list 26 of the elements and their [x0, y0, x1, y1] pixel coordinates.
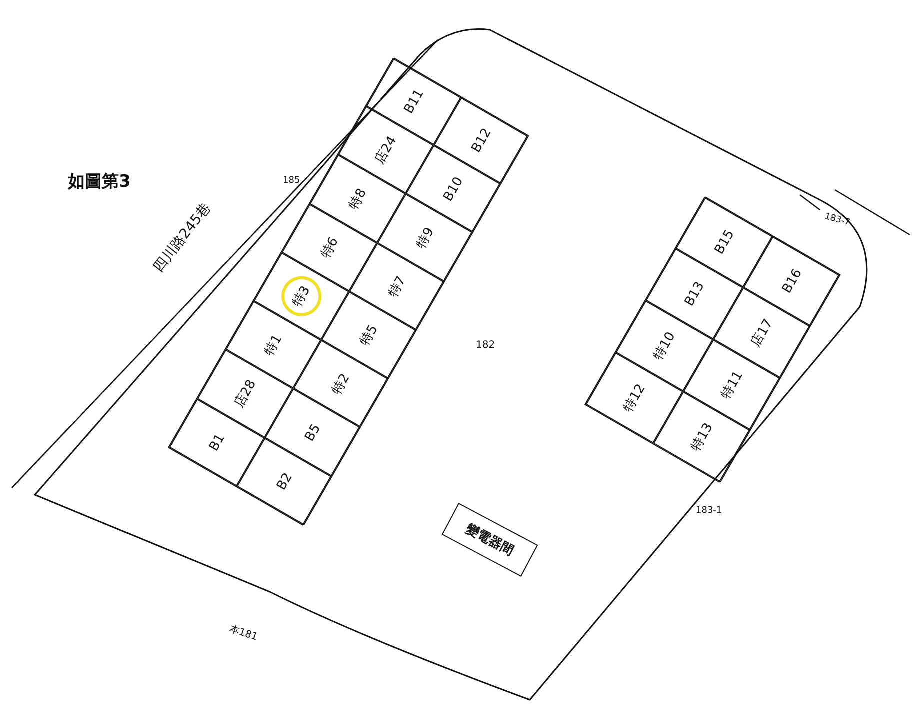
room-label: 特12: [620, 380, 650, 416]
room-label: 特2: [328, 370, 354, 398]
room-label: 特13: [688, 420, 718, 454]
lot-number: 183-7: [823, 212, 852, 228]
facility-label: 變電器間: [462, 520, 518, 560]
room-label: 特6: [317, 234, 343, 262]
lot-number: 183-1: [696, 506, 722, 516]
sheet-note: 如圖第3: [68, 171, 131, 193]
room-label: 店24: [371, 133, 402, 168]
room-label: B1: [206, 431, 228, 454]
room-label: 特8: [345, 185, 371, 213]
room-label: 特9: [412, 224, 438, 252]
room-label: 特7: [384, 273, 410, 300]
room-label: 特10: [650, 328, 680, 364]
lot-number: 本181: [228, 622, 260, 644]
room-label: 店28: [230, 376, 260, 412]
room-label: B2: [274, 470, 296, 493]
room-label: 特11: [718, 368, 748, 402]
room-label: 特3: [289, 282, 315, 310]
lot-number: 185: [283, 176, 300, 186]
lot-number: 182: [476, 340, 496, 351]
room-label: 特5: [356, 322, 382, 350]
room-label: B5: [302, 422, 324, 444]
room-label: 店17: [748, 316, 778, 350]
facility-outline: [442, 502, 538, 578]
room-label: 特1: [261, 332, 287, 359]
